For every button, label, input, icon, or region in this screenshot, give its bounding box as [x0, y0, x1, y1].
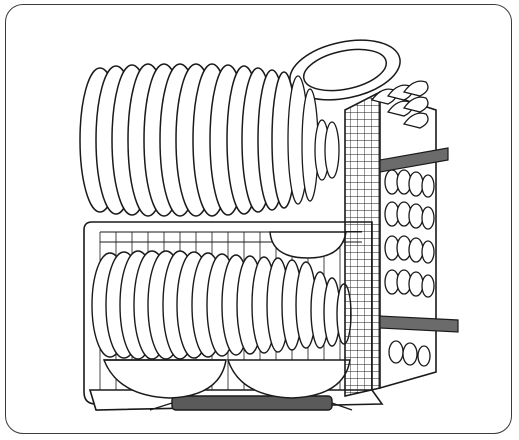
front-plates	[91, 250, 352, 360]
rack-handle	[171, 395, 333, 411]
tilted-plate	[289, 39, 401, 101]
middle-plates	[287, 75, 340, 205]
cutlery-basket	[344, 80, 459, 398]
back-plates	[79, 63, 297, 217]
center-bowl	[269, 231, 347, 259]
